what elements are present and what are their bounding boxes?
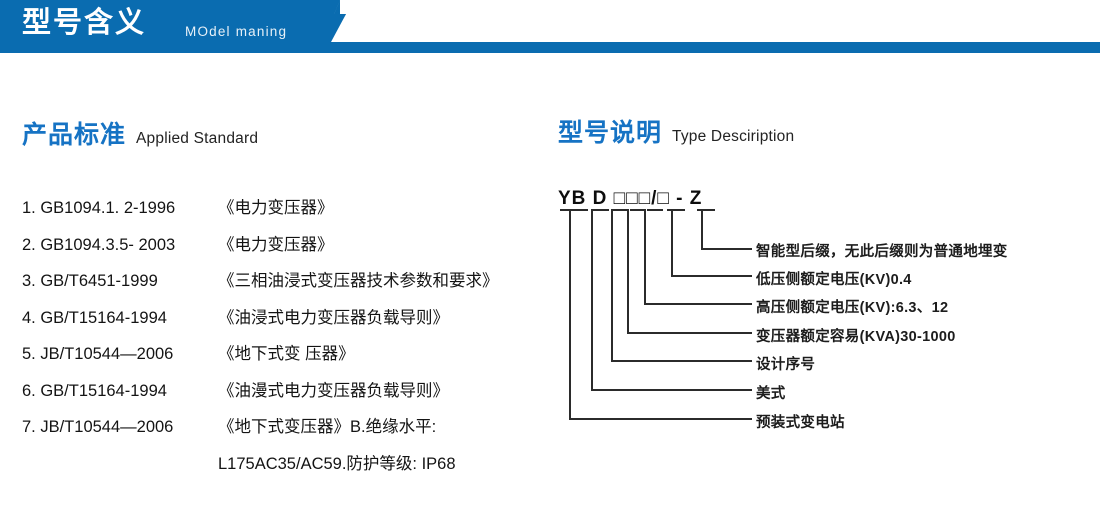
standard-code: 4. GB/T15164-1994 [22, 308, 167, 327]
model-label-6: 预装式变电站 [756, 415, 845, 431]
standards-list: 1. GB1094.1. 2-1996 《电力变压器》 2. GB1094.3.… [22, 190, 562, 482]
list-item-continuation: L175AC35/AC59.防护等级: IP68 [22, 446, 562, 483]
model-label-1: 低压侧额定电压(KV)0.4 [756, 272, 912, 288]
standard-title: L175AC35/AC59.防护等级: IP68 [218, 454, 456, 473]
section-heading-type-description: 型号说明 Type Desciription [558, 113, 794, 149]
section-heading-en: Type Desciription [672, 128, 795, 145]
model-label-0: 智能型后缀，无此后缀则为普通地埋变 [756, 244, 1008, 260]
standard-title: 《电力变压器》 [218, 235, 334, 254]
section-heading-cn: 产品标准 [22, 121, 127, 149]
standard-code: 7. JB/T10544—2006 [22, 418, 174, 436]
list-item: 3. GB/T6451-1999 《三相油浸式变压器技术参数和要求》 [22, 263, 562, 300]
banner-subtitle: MOdel maning [185, 24, 288, 39]
model-label-4: 设计序号 [756, 357, 816, 373]
standard-code: 3. GB/T6451-1999 [22, 272, 158, 290]
section-heading-cn: 型号说明 [558, 119, 663, 147]
standard-title: 《三相油浸式变压器技术参数和要求》 [218, 272, 499, 290]
standard-title: 《地下式变压器》B.绝缘水平: [218, 418, 437, 436]
model-label-3: 变压器额定容易(KVA)30-1000 [756, 329, 956, 345]
standard-code: 6. GB/T15164-1994 [22, 381, 167, 400]
page-header-banner: 型号含义 MOdel maning [0, 0, 1100, 53]
standard-code: 5. JB/T10544—2006 [22, 345, 174, 363]
list-item: 7. JB/T10544—2006 《地下式变压器》B.绝缘水平: [22, 409, 562, 446]
banner-title: 型号含义 [22, 7, 147, 39]
list-item: 2. GB1094.3.5- 2003 《电力变压器》 [22, 227, 562, 264]
section-heading-en: Applied Standard [136, 130, 259, 147]
list-item: 4. GB/T15164-1994 《油浸式电力变压器负载导则》 [22, 300, 562, 337]
leader-lines [560, 209, 752, 420]
list-item: 1. GB1094.1. 2-1996 《电力变压器》 [22, 190, 562, 227]
standard-title: 《电力变压器》 [218, 199, 334, 217]
standard-code: 2. GB1094.3.5- 2003 [22, 235, 176, 254]
list-item: 6. GB/T15164-1994 《油漫式电力变压器负载导则》 [22, 373, 562, 410]
model-label-5: 美式 [756, 386, 786, 402]
model-label-2: 高压侧额定电压(KV):6.3、12 [756, 300, 949, 316]
list-item: 5. JB/T10544—2006 《地下式变 压器》 [22, 336, 562, 373]
model-code-text: YB D □□□/□ - Z [558, 188, 703, 209]
model-code-diagram: YB D □□□/□ - Z 智能型后缀，无此后缀则为普通地埋变 低压侧额定电压… [556, 188, 1096, 438]
standard-code: 1. GB1094.1. 2-1996 [22, 199, 176, 217]
standard-title: 《油浸式电力变压器负载导则》 [218, 308, 449, 327]
standard-title: 《地下式变 压器》 [218, 345, 355, 363]
banner-shape [0, 0, 1100, 53]
standard-title: 《油漫式电力变压器负载导则》 [218, 381, 449, 400]
section-heading-applied-standard: 产品标准 Applied Standard [22, 115, 258, 151]
